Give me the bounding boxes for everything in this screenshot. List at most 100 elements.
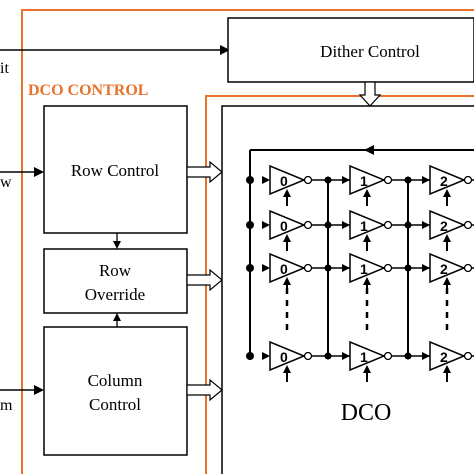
control-arrowhead — [283, 277, 291, 285]
row-control-box — [43, 105, 188, 234]
inverter-array: 0 1 2 0 1 2 0 1 2 0 1 2 — [246, 164, 474, 382]
inverter-bubble — [303, 263, 313, 273]
stage-arrowhead — [422, 176, 430, 184]
junction-dot — [404, 264, 412, 272]
inverter-label: 2 — [440, 218, 448, 234]
control-arrowhead — [443, 365, 451, 373]
inverter-bubble — [463, 175, 473, 185]
input-top-label: it — [0, 60, 9, 77]
row-input-arrowhead — [262, 264, 270, 272]
inverter-label: 1 — [360, 218, 368, 234]
row-input-arrowhead — [262, 221, 270, 229]
input-row-label: w — [0, 174, 12, 191]
control-arrowhead — [363, 277, 371, 285]
inverter-triangle — [349, 252, 386, 284]
row-override-label-1: Row — [99, 261, 132, 280]
inverter-bubble — [383, 351, 393, 361]
junction-dot — [324, 221, 332, 229]
dco-inner-frame — [205, 95, 474, 474]
inverter-bubble — [463, 263, 473, 273]
stage-arrowhead — [342, 352, 350, 360]
row-override-box — [43, 248, 188, 314]
inverter-triangle — [269, 252, 306, 284]
dither-control-box — [227, 17, 474, 83]
control-arrowhead — [443, 277, 451, 285]
control-arrowhead — [283, 234, 291, 242]
ring-feedback-arrow — [364, 145, 374, 155]
junction-dot — [246, 264, 254, 272]
inverter-triangle — [429, 164, 466, 196]
junction-dot — [404, 352, 412, 360]
junction-dot — [324, 264, 332, 272]
control-arrowhead — [443, 234, 451, 242]
inverter-bubble — [303, 351, 313, 361]
inverter-triangle — [349, 164, 386, 196]
inverter-bubble — [383, 220, 393, 230]
control-arrowhead — [283, 189, 291, 197]
junction-dot — [246, 176, 254, 184]
control-arrowhead — [283, 365, 291, 373]
colctrl-to-dco-arrow — [186, 378, 223, 402]
junction-dot — [246, 352, 254, 360]
junction-dot — [324, 352, 332, 360]
column-control-label-2: Control — [89, 395, 141, 414]
inverter-bubble — [303, 220, 313, 230]
inverter-triangle — [429, 209, 466, 241]
inverter-label: 2 — [440, 173, 448, 189]
inverter-bubble — [463, 351, 473, 361]
rowctrl-to-dco-arrow — [186, 160, 223, 184]
inverter-label: 2 — [440, 261, 448, 277]
stage-arrowhead — [342, 176, 350, 184]
control-arrowhead — [363, 234, 371, 242]
colctrl-to-override-arrow — [113, 313, 121, 321]
column-control-label-1: Column — [88, 371, 143, 390]
inverter-bubble — [303, 175, 313, 185]
junction-dot — [246, 221, 254, 229]
inverter-triangle — [429, 252, 466, 284]
inverter-label: 0 — [280, 349, 288, 365]
inverter-triangle — [269, 209, 306, 241]
dither-control-label: Dither Control — [320, 42, 420, 61]
input-col-label: m — [0, 397, 13, 414]
inverter-triangle — [429, 340, 466, 372]
stage-arrowhead — [422, 221, 430, 229]
control-arrowhead — [363, 189, 371, 197]
inverter-label: 1 — [360, 173, 368, 189]
override-to-dco-arrow — [186, 268, 223, 292]
inverter-triangle — [349, 340, 386, 372]
row-control-label: Row Control — [71, 161, 160, 180]
inverter-label: 2 — [440, 349, 448, 365]
row-input-arrowhead — [262, 352, 270, 360]
dco-control-frame — [21, 9, 474, 474]
inverter-label: 0 — [280, 218, 288, 234]
inverter-bubble — [383, 175, 393, 185]
inverter-triangle — [349, 209, 386, 241]
row-input-arrowhead — [262, 176, 270, 184]
dither-input-arrow — [220, 45, 230, 55]
stage-arrowhead — [422, 352, 430, 360]
inverter-triangle — [269, 340, 306, 372]
junction-dot — [324, 176, 332, 184]
dco-control-label: DCO CONTROL — [28, 82, 148, 99]
stage-arrowhead — [422, 264, 430, 272]
stage-arrowhead — [342, 264, 350, 272]
junction-dot — [404, 176, 412, 184]
dco-label: DCO — [341, 400, 392, 426]
junction-dot — [404, 221, 412, 229]
inverter-label: 0 — [280, 261, 288, 277]
col-input-arrow — [34, 385, 44, 395]
control-arrowhead — [363, 365, 371, 373]
inverter-triangle — [269, 164, 306, 196]
control-arrowhead — [443, 189, 451, 197]
stage-arrowhead — [342, 221, 350, 229]
rowctrl-to-override-arrow — [113, 241, 121, 249]
inverter-label: 0 — [280, 173, 288, 189]
dither-to-dco-arrow — [358, 81, 382, 107]
inverter-label: 1 — [360, 261, 368, 277]
inverter-label: 1 — [360, 349, 368, 365]
column-control-box — [43, 326, 188, 456]
row-input-arrow — [34, 167, 44, 177]
inverter-bubble — [463, 220, 473, 230]
inverter-bubble — [383, 263, 393, 273]
